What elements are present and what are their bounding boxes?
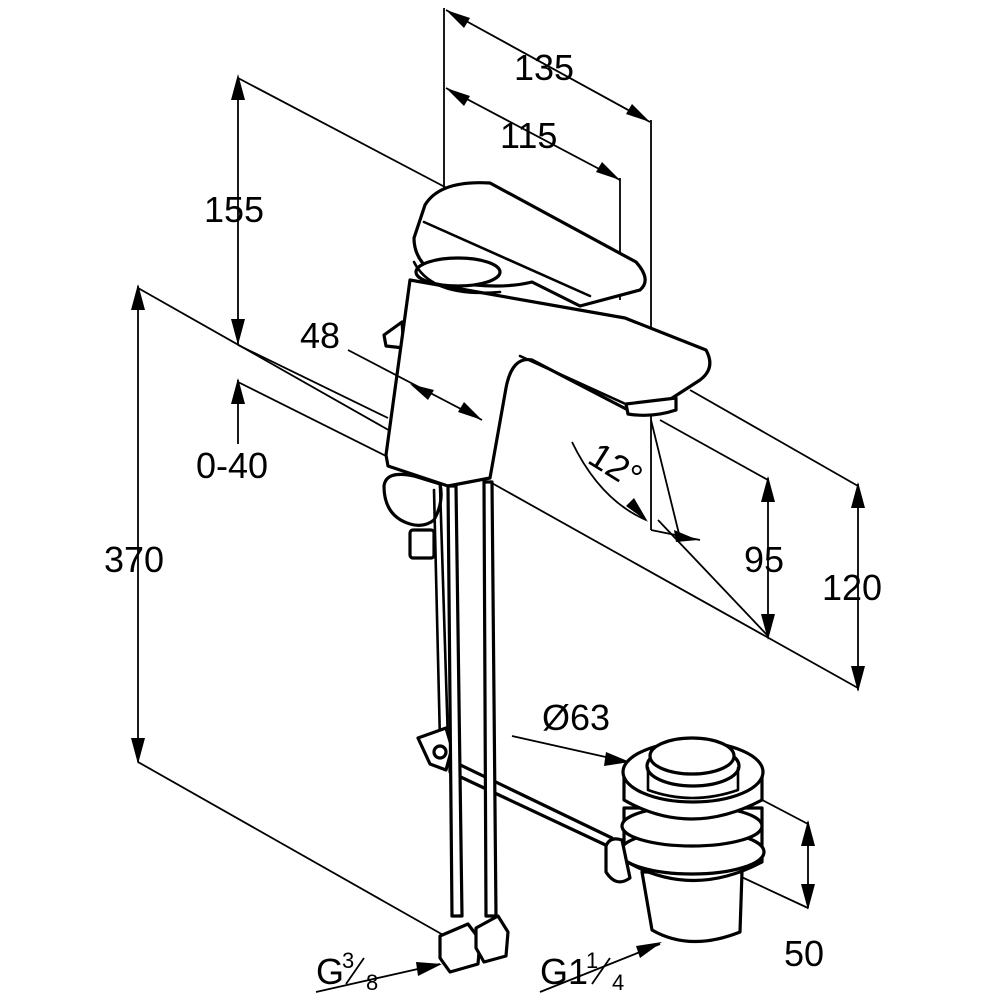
faucet xyxy=(384,183,710,486)
pop-up-rod-edge xyxy=(434,490,440,742)
arrow-angle-2 xyxy=(674,530,698,542)
label-waste-thread-num: 1 xyxy=(586,948,598,973)
arrow-155-top xyxy=(231,74,245,100)
label-12-degrees: 12° xyxy=(582,434,650,498)
label-supply-thread-den: 8 xyxy=(366,970,378,995)
arrow-g114 xyxy=(636,942,662,958)
waste-drain xyxy=(606,738,764,942)
arrow-g38 xyxy=(416,962,442,976)
arrow-50-top xyxy=(801,820,815,846)
arrow-95-bottom xyxy=(761,614,775,640)
waste-body xyxy=(642,872,742,942)
label-d63: Ø63 xyxy=(542,697,610,738)
arrow-120-top xyxy=(851,482,865,508)
arrow-0-40 xyxy=(231,378,245,404)
rod-clamp-screw xyxy=(434,746,446,758)
arrow-95-top xyxy=(761,476,775,502)
lever-pivot xyxy=(416,258,500,286)
pop-up-knob xyxy=(384,474,441,525)
supply-hoses xyxy=(440,482,508,972)
label-supply-thread-num: 3 xyxy=(342,948,354,973)
arrow-135-start xyxy=(446,10,470,28)
arrow-115-start xyxy=(446,88,470,106)
arrow-115-end xyxy=(596,162,620,180)
faucet-body xyxy=(386,280,710,486)
label-0-40: 0-40 xyxy=(196,445,268,486)
label-95: 95 xyxy=(744,539,784,580)
supply-hose-left xyxy=(448,486,462,916)
pull-rod xyxy=(450,760,612,848)
arrow-135-end xyxy=(626,104,650,122)
label-48: 48 xyxy=(300,315,340,356)
label-120: 120 xyxy=(822,567,882,608)
arrow-angle xyxy=(626,498,648,522)
arrow-370-top xyxy=(131,284,145,310)
arrow-120-bottom xyxy=(851,666,865,692)
waste-cap-top xyxy=(650,738,734,774)
label-waste-thread-den: 4 xyxy=(612,970,624,995)
pop-up-nut xyxy=(410,530,434,558)
arrow-370-bottom xyxy=(131,738,145,764)
label-155: 155 xyxy=(204,189,264,230)
label-370: 370 xyxy=(104,539,164,580)
hose-nut-left xyxy=(440,924,480,972)
label-115: 115 xyxy=(500,115,557,156)
label-135: 135 xyxy=(514,47,574,88)
label-supply-thread: G xyxy=(316,951,344,992)
supply-hose-right xyxy=(484,482,496,916)
label-50: 50 xyxy=(784,933,824,974)
hose-nut-right xyxy=(476,916,508,962)
label-waste-thread: G1 xyxy=(540,951,588,992)
